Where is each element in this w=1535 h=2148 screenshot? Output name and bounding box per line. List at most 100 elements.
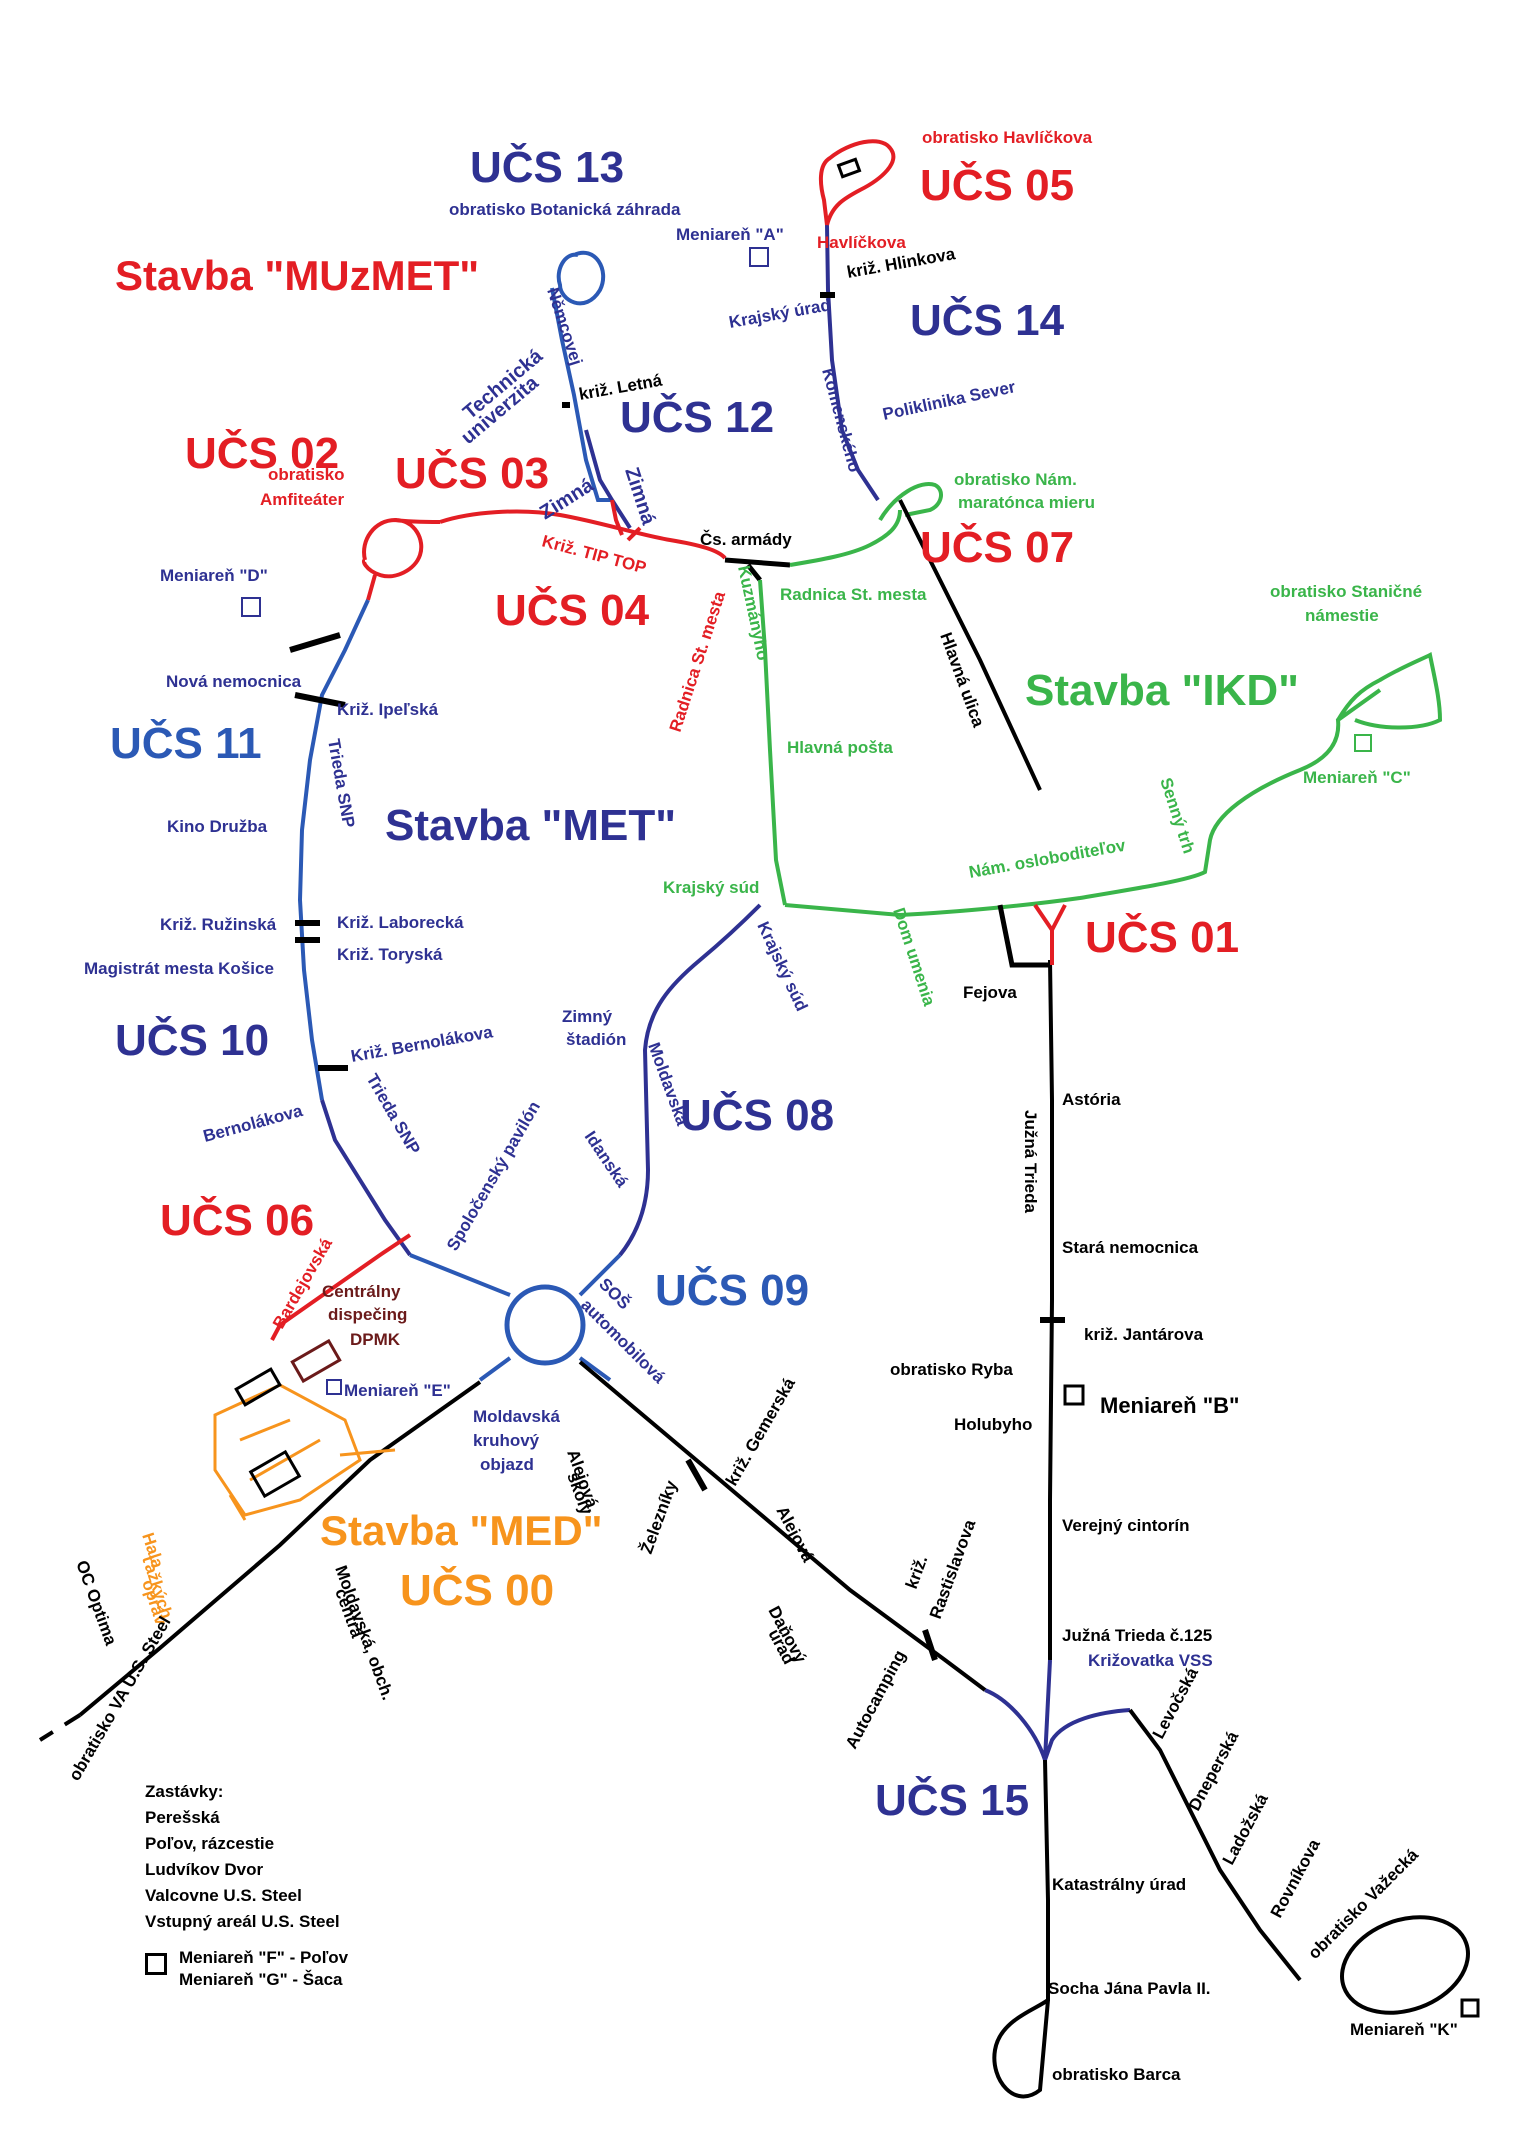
- section-label: UČS 03: [395, 447, 549, 498]
- stop-label: maratónca mieru: [958, 493, 1095, 512]
- legend-item-peresska: Perešská: [145, 1808, 220, 1827]
- stop-label: obratisko Važecká: [1304, 1845, 1422, 1963]
- stop-label: križ.: [902, 1553, 931, 1591]
- stop-label: Meniareň "C": [1303, 768, 1411, 787]
- section-label: UČS 06: [160, 1194, 314, 1245]
- stop-label: Južná Trieda č.125: [1062, 1626, 1212, 1645]
- stop-label: objazd: [480, 1455, 534, 1474]
- stop-label: Radnica St. mesta: [666, 589, 729, 735]
- stop-label: Trieda SNP: [363, 1071, 424, 1158]
- track-amfiteater-loop: [361, 517, 441, 601]
- section-label: UČS 07: [920, 521, 1074, 572]
- stop-label: Trieda SNP: [324, 737, 358, 829]
- stop-label: Križ. Toryská: [337, 945, 443, 964]
- track-vazecka: [1128, 1708, 1302, 1982]
- stop-label: Krajský súd: [753, 919, 811, 1014]
- section-label: UČS 13: [470, 141, 624, 192]
- stop-label: Idanská: [581, 1128, 632, 1192]
- stop-label: Meniareň "A": [676, 225, 784, 244]
- legend-meniaren-f: Meniareň "F" - Poľov: [179, 1948, 349, 1967]
- stop-label: Križ. Bernolákova: [349, 1022, 494, 1066]
- stop-label: Krajský súd: [663, 878, 759, 897]
- stop-label: križ. Jantárova: [1084, 1325, 1204, 1344]
- dpmk-building: [290, 1338, 342, 1384]
- moldavska-roundabout: [504, 1284, 586, 1366]
- stop-label: Železníky: [637, 1477, 681, 1556]
- stop-label: Havlíčkova: [817, 233, 906, 252]
- track-ucs03: [439, 499, 727, 560]
- track-moldavska-west: [78, 1380, 482, 1717]
- track-juzna-trieda: [1048, 959, 1054, 1660]
- stop-label: Senný trh: [1156, 775, 1198, 855]
- stop-label: križ. Gemerská: [722, 1374, 799, 1489]
- junction-markers: [289, 292, 1065, 1661]
- track-ucs15: [984, 1659, 1131, 1767]
- meniaren-a-square: [749, 247, 769, 267]
- track-fejova: [997, 904, 1050, 968]
- section-label: Stavba "IKD": [1025, 666, 1299, 715]
- stop-label: námestie: [1305, 606, 1379, 625]
- stop-label: Katastrálny úrad: [1052, 1875, 1186, 1894]
- stop-label: Hlavná pošta: [787, 738, 893, 757]
- stop-label: obratisko Barca: [1052, 2065, 1181, 2084]
- stop-label: Astória: [1062, 1090, 1121, 1109]
- stop-label: Bernolákova: [201, 1101, 305, 1146]
- track-cs-armady: [724, 557, 791, 582]
- section-label: UČS 12: [620, 391, 774, 442]
- stop-label: obratisko Staničné: [1270, 582, 1422, 601]
- stop-label: Nám. osloboditeľov: [967, 836, 1127, 882]
- legend-item-ludvikov: Ludvíkov Dvor: [145, 1860, 264, 1879]
- section-label: Stavba "MUzMET": [115, 252, 479, 299]
- section-label: Stavba "MET": [385, 801, 676, 850]
- stop-label: Meniareň "D": [160, 566, 268, 585]
- stop-label: kruhový: [473, 1431, 540, 1450]
- track-ikd-north: [789, 482, 943, 567]
- stop-label: Socha Jána Pavla II.: [1048, 1979, 1211, 1998]
- depot-building: [234, 1367, 282, 1407]
- section-label: UČS 14: [910, 294, 1065, 345]
- track-alejova: [578, 1360, 987, 1692]
- stop-label: obratisko Botanická záhrada: [449, 200, 681, 219]
- section-label: UČS 09: [655, 1264, 809, 1315]
- section-label: UČS 15: [875, 1774, 1029, 1825]
- meniaren-e-square: [326, 1379, 342, 1395]
- track-ucs01: [1033, 903, 1067, 965]
- track-roundabout-spokes: [409, 1253, 622, 1382]
- section-label: UČS 08: [680, 1089, 834, 1140]
- legend-item-vstupny: Vstupný areál U.S. Steel: [145, 1912, 340, 1931]
- meniaren-k-square: [1460, 1998, 1480, 2018]
- stop-label: Ladožská: [1219, 1790, 1272, 1868]
- stop-label: Levočská: [1149, 1664, 1202, 1742]
- section-label: UČS 04: [495, 584, 650, 635]
- stop-label: Južná Trieda: [1021, 1110, 1040, 1214]
- stop-label: obratisko Nám.: [954, 470, 1077, 489]
- stop-label: Amfiteáter: [260, 490, 344, 509]
- stop-label: Poliklinika Sever: [881, 377, 1018, 424]
- legend-meniaren-box: Meniareň "F" - Poľov Meniareň "G" - Šaca: [145, 1947, 348, 1991]
- stop-label: Meniareň "K": [1350, 2020, 1458, 2039]
- stop-label: Zimný: [562, 1007, 613, 1026]
- stop-label: Rastislavova: [926, 1517, 980, 1622]
- section-label: UČS 01: [1085, 911, 1239, 962]
- stop-label: Komenského: [818, 366, 864, 474]
- stop-label: Stará nemocnica: [1062, 1238, 1199, 1257]
- track-havlickova-loop: [818, 139, 896, 226]
- hala-building: [248, 1449, 302, 1499]
- stop-label: Meniareň "B": [1100, 1393, 1239, 1418]
- stop-label: DPMK: [350, 1330, 401, 1349]
- meniaren-c-square: [1354, 734, 1372, 752]
- section-label: UČS 02: [185, 427, 339, 478]
- track-moldavska-krajsky: [618, 903, 762, 1257]
- track-dashed-west: [38, 1713, 82, 1742]
- stop-label: Moldavská: [644, 1040, 692, 1129]
- stop-label: Čs. armády: [700, 530, 792, 549]
- track-hlavna-ulica: [898, 499, 1042, 791]
- track-kuzmanyho: [758, 579, 787, 906]
- stop-label: Moldavská: [473, 1407, 560, 1426]
- stop-label: Němcovej: [543, 285, 586, 367]
- stop-label: Rovníkova: [1267, 1836, 1324, 1921]
- legend-heading: Zastávky:: [145, 1782, 224, 1801]
- section-label: UČS 00: [400, 1564, 554, 1615]
- legend-square-icon: [145, 1953, 167, 1975]
- meniaren-b-square: [1063, 1384, 1085, 1406]
